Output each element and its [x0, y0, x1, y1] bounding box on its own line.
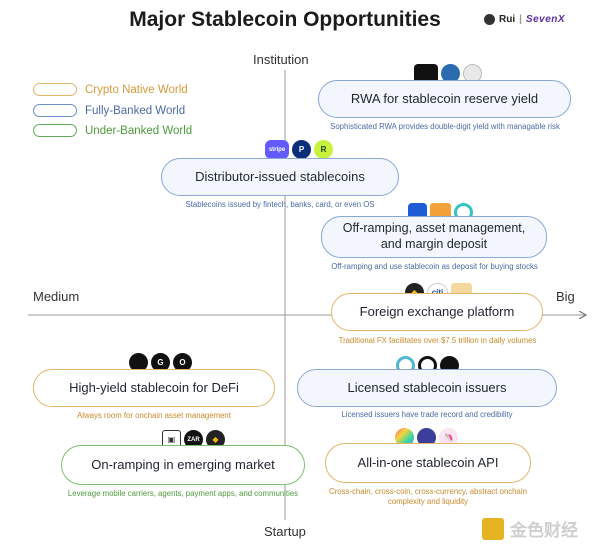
zar-logo-icon: ZAR — [184, 430, 203, 449]
legend-swatch-green — [33, 124, 77, 137]
rainbow-logo-icon — [395, 428, 414, 447]
axis-label-top: Institution — [253, 52, 309, 67]
caption-fx: Traditional FX facilitates over $7.5 tri… — [338, 336, 537, 345]
legend-item-crypto-native: Crypto Native World — [33, 83, 188, 96]
opportunity-distributor-issued: Distributor-issued stablecoins — [161, 158, 399, 196]
legend-swatch-blue — [33, 104, 77, 117]
rui-logo-icon — [484, 14, 495, 25]
s-logo-icon — [441, 64, 460, 83]
opportunity-foreign-exchange: Foreign exchange platform — [331, 293, 543, 331]
caption-defi: Always room for onchain asset management — [77, 411, 231, 420]
api-logos: 🦄 — [395, 428, 458, 447]
brand-logo: Rui | SevenX — [484, 14, 565, 25]
watermark-logo-icon — [482, 517, 504, 540]
opportunity-all-in-one-api: All-in-one stablecoin API — [325, 443, 531, 483]
opportunity-high-yield-defi: High-yield stablecoin for DeFi — [33, 369, 275, 407]
legend-swatch-orange — [33, 83, 77, 96]
page-title: Major Stablecoin Opportunities — [129, 8, 441, 31]
opportunity-off-ramping: Off-ramping, asset management, and margi… — [321, 216, 547, 258]
legend-item-under-banked: Under-Banked World — [33, 124, 192, 137]
caption-licensed: Licensed issuers have trade record and c… — [341, 410, 513, 419]
axis-label-bottom: Startup — [264, 524, 306, 539]
caption-distributor: Stablecoins issued by fintech, banks, ca… — [185, 200, 375, 209]
opportunity-on-ramping-emerging: On-ramping in emerging market — [61, 445, 305, 485]
binance-logo-icon: ◆ — [206, 430, 225, 449]
brand-separator: | — [519, 14, 522, 25]
blackrock-logo-icon — [414, 64, 438, 83]
globe-logo-icon — [417, 428, 436, 447]
legend-label: Crypto Native World — [85, 83, 188, 96]
brand-name-sevenx: SevenX — [525, 14, 566, 25]
stripe-logo-icon: stripe — [265, 140, 289, 159]
legend-label: Under-Banked World — [85, 124, 193, 137]
unicorn-logo-icon: 🦄 — [439, 428, 458, 447]
watermark-text: 金色财经 — [510, 521, 578, 540]
distributor-logos: stripe P R — [265, 140, 333, 159]
caption-off-ramping: Off-ramping and use stablecoin as deposi… — [331, 262, 538, 271]
legend-item-fully-banked: Fully-Banked World — [33, 104, 185, 117]
ethena-logo-icon — [129, 353, 148, 372]
opportunity-licensed-issuers: Licensed stablecoin issuers — [297, 369, 557, 407]
axis-label-left: Medium — [33, 289, 80, 304]
rwa-logos — [414, 64, 482, 83]
defi-logos: G O — [129, 353, 192, 372]
watermark: 金色财经 — [482, 516, 578, 541]
legend-label: Fully-Banked World — [85, 104, 186, 117]
caption-rwa: Sophisticated RWA provides double-digit … — [330, 122, 560, 131]
brand-name-rui: Rui — [499, 14, 516, 25]
box-logo-icon: ▣ — [162, 430, 181, 449]
caption-on-ramping: Leverage mobile carriers, agents, paymen… — [67, 489, 299, 498]
opportunity-rwa-reserve-yield: RWA for stablecoin reserve yield — [318, 80, 571, 118]
axis-label-right: Big — [556, 289, 575, 304]
onramp-logos: ▣ ZAR ◆ — [162, 430, 225, 449]
o-logo-icon: O — [173, 353, 192, 372]
robinhood-logo-icon: R — [314, 140, 333, 159]
caption-api: Cross-chain, cross-coin, cross-currency,… — [329, 487, 527, 507]
g-logo-icon: G — [151, 353, 170, 372]
paypal-logo-icon: P — [292, 140, 311, 159]
